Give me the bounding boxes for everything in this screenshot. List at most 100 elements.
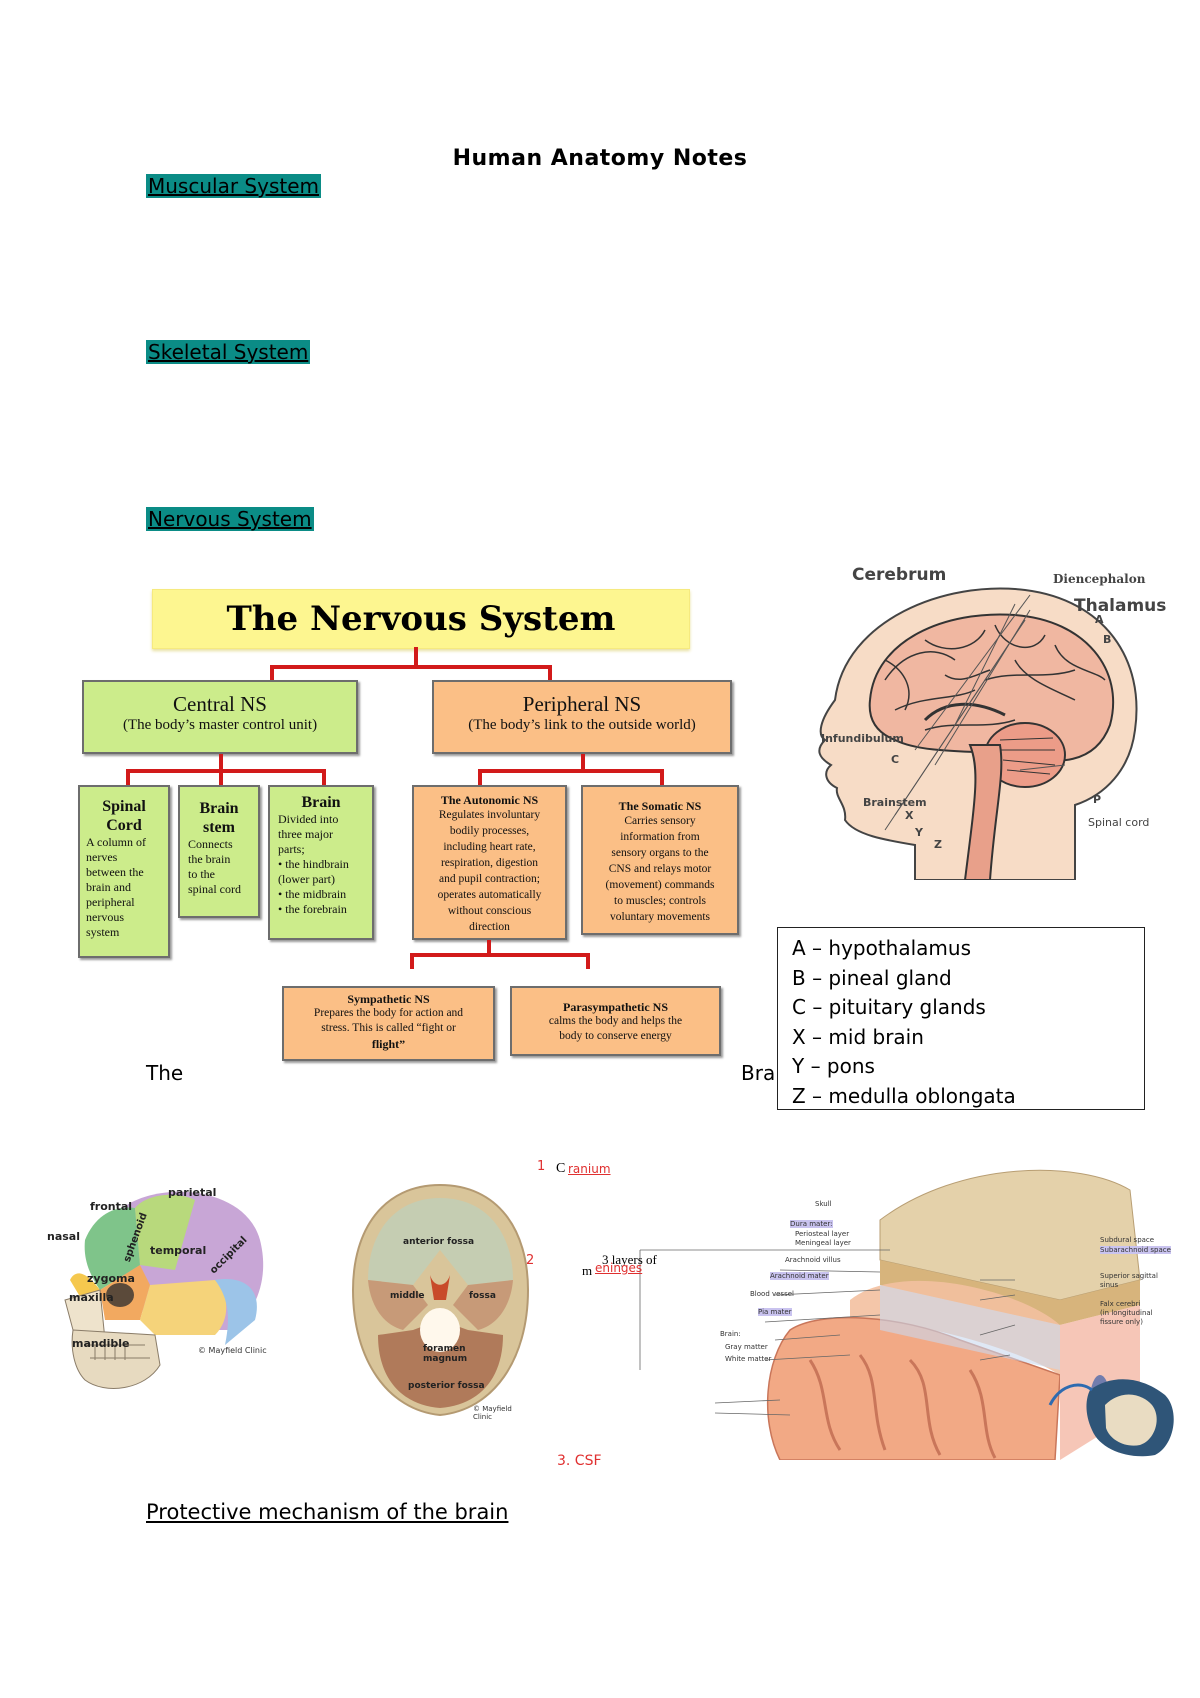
base-label-fossa: fossa [469, 1291, 496, 1301]
desc-line: operates automatically [437, 889, 542, 901]
connector [270, 665, 550, 669]
base-label-middle: middle [390, 1291, 425, 1301]
desc-line: • the forebrain [278, 902, 347, 916]
text-fragment-the: The [146, 1061, 184, 1085]
brain-stem-desc: Connects the brain to the spinal cord [180, 837, 258, 897]
label-b: B [1103, 633, 1112, 646]
desc-line: sensory organs to the [611, 847, 709, 859]
desc-line: (movement) commands [605, 879, 715, 891]
base-credit: © Mayfield Clinic [473, 1405, 512, 1421]
three-layers-label: 3 layers of [602, 1252, 657, 1267]
csf-label: 3. CSF [557, 1453, 602, 1469]
section-heading-muscular[interactable]: Muscular System [146, 174, 321, 198]
label-falx-note-2: fissure only) [1100, 1318, 1143, 1326]
label-c: C [891, 753, 900, 766]
skull-label-parietal: parietal [168, 1186, 217, 1199]
meninges-drawing [639, 1169, 1174, 1461]
label-z: Z [934, 838, 942, 851]
desc-line: respiration, digestion [440, 857, 539, 869]
label-arachnoid-villus: Arachnoid villus [785, 1256, 841, 1264]
meninges-number-2: 2 [526, 1253, 535, 1268]
sympathetic-ns-box: Sympathetic NS Prepares the body for act… [282, 986, 495, 1061]
autonomic-ns-box: The Autonomic NS Regulates involuntary b… [412, 785, 567, 940]
skull-base-illustration: anterior fossa middle fossa foramen magn… [348, 1180, 533, 1425]
desc-line: body to conserve energy [559, 1030, 672, 1042]
label-brain: Brain: [720, 1330, 741, 1338]
label-p: P [1093, 793, 1102, 806]
skull-lateral-illustration: parietal frontal nasal sphenoid temporal… [45, 1180, 275, 1405]
sympathetic-ns-title: Sympathetic NS [347, 992, 430, 1006]
meninges-number-1: 1 [537, 1159, 546, 1174]
somatic-ns-box: The Somatic NS Carries sensory informati… [581, 785, 739, 935]
peripheral-ns-box: Peripheral NS (The body’s link to the ou… [432, 680, 732, 754]
meninges-illustration: 1 C ranium 2 3 layers of m eninges Skull… [526, 1159, 1180, 1461]
base-label-posterior-fossa: posterior fossa [408, 1381, 485, 1391]
skull-label-mandible: mandible [72, 1337, 130, 1350]
skull-label-zygoma: zygoma [87, 1272, 135, 1285]
section-heading-nervous[interactable]: Nervous System [146, 507, 314, 531]
desc-line: including heart rate, [443, 841, 536, 853]
connector [478, 769, 664, 773]
desc-line: to the [188, 867, 215, 881]
base-label-magnum: magnum [423, 1354, 468, 1364]
desc-line: Divided into [278, 812, 339, 826]
desc-line: CNS and relays motor [608, 863, 712, 875]
protective-mechanism-heading[interactable]: Protective mechanism of the brain [146, 1500, 509, 1524]
label-subdural-space: Subdural space [1100, 1236, 1155, 1244]
label-x: X [905, 809, 914, 822]
skull-drawing [64, 1191, 264, 1389]
connector [410, 953, 414, 969]
label-y: Y [915, 826, 923, 839]
desc-line: direction [469, 921, 510, 933]
desc-line: • the hindbrain [278, 857, 349, 871]
parasympathetic-ns-title: Parasympathetic NS [563, 1000, 668, 1014]
text-fragment-bra: Bra [741, 1061, 776, 1085]
label-white-matter: White matter [725, 1355, 772, 1363]
peripheral-ns-title: Peripheral NS [522, 692, 642, 716]
connector [414, 647, 418, 665]
document-title: Human Anatomy Notes [452, 146, 748, 171]
desc-line: parts; [278, 842, 305, 856]
cranium-label: ranium [568, 1162, 611, 1176]
desc-line: Connects [188, 837, 233, 851]
label-dura-mater: Dura mater: [790, 1220, 833, 1228]
parasympathetic-ns-desc: calms the body and helps the body to con… [512, 1014, 719, 1044]
desc-line: bodily processes, [449, 825, 530, 837]
central-ns-title: Central NS [173, 692, 267, 716]
skull-label-frontal: frontal [90, 1200, 133, 1213]
label-spinal-cord: Spinal cord [1088, 816, 1150, 829]
connector [410, 953, 590, 957]
label-a: A [1095, 613, 1104, 626]
label-infundibulum: Infundibulum [821, 732, 904, 745]
autonomic-ns-title: The Autonomic NS [440, 793, 539, 807]
key-item: A – hypothalamus [792, 936, 972, 960]
nervous-system-chart: The Nervous System Central NS (The body’… [75, 585, 739, 1075]
desc-line: to muscles; controls [614, 895, 706, 907]
desc-line: system [86, 925, 120, 939]
desc-line: nerves [86, 850, 118, 864]
desc-line: nervous [86, 910, 124, 924]
section-heading-skeletal[interactable]: Skeletal System [146, 340, 311, 364]
somatic-ns-title: The Somatic NS [618, 799, 702, 813]
connector [219, 769, 223, 787]
skull-credit: © Mayfield Clinic [198, 1346, 267, 1355]
skull-label-maxilla: maxilla [69, 1291, 114, 1304]
brain-key-box: A – hypothalamus B – pineal gland C – pi… [777, 927, 1145, 1110]
label-subarachnoid-space: Subarachnoid space [1100, 1246, 1171, 1254]
desc-line: calms the body and helps the [548, 1015, 683, 1027]
sympathetic-ns-desc: Prepares the body for action and stress.… [284, 1006, 493, 1052]
key-item: Z – medulla oblongata [792, 1083, 1016, 1108]
desc-line: stress. This is called “fight or [321, 1022, 456, 1034]
spinal-cord-title-line: Cord [106, 817, 142, 834]
desc-line: voluntary movements [610, 911, 710, 923]
desc-line: peripheral [86, 895, 135, 909]
label-periosteal-layer: Periosteal layer [795, 1230, 850, 1238]
spinal-cord-title-line: Spinal [102, 798, 146, 815]
cranium-letter-c: C [556, 1161, 566, 1176]
label-blood-vessel: Blood vessel [750, 1290, 794, 1298]
label-brainstem: Brainstem [863, 796, 927, 809]
desc-line: information from [620, 831, 700, 843]
desc-line: spinal cord [188, 882, 241, 896]
base-label-foramen: foramen [423, 1344, 466, 1354]
brain-title: Brain [301, 794, 341, 811]
